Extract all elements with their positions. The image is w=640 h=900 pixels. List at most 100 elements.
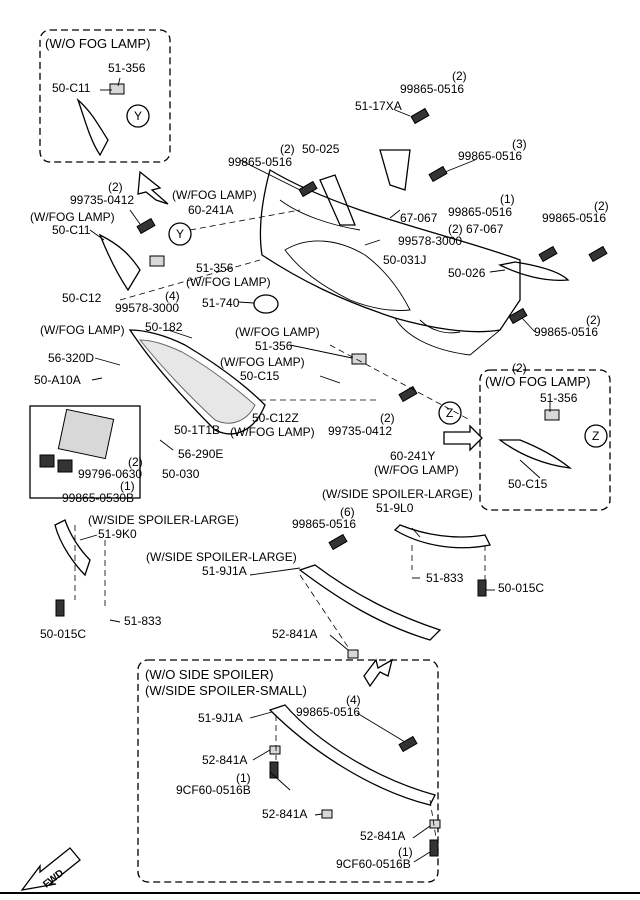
label-50-015c: 50-015C bbox=[498, 581, 544, 595]
label-qty: (1) bbox=[500, 192, 515, 206]
label-w-fog-lamp: (W/FOG LAMP) bbox=[40, 323, 125, 337]
label-99865-0516: 99865-0516 bbox=[292, 517, 356, 531]
label-9cf60-0516b: 9CF60-0516B bbox=[336, 857, 411, 871]
bumper-fascia bbox=[259, 168, 521, 356]
label-99578-3000: 99578-3000 bbox=[398, 234, 462, 248]
label-qty: (2) bbox=[380, 411, 395, 425]
label-51-356: 51-356 bbox=[540, 391, 578, 405]
label-99735-0412: 99735-0412 bbox=[70, 193, 134, 207]
label-50-030: 50-030 bbox=[162, 467, 200, 481]
label-60-241a: 60-241A bbox=[188, 203, 233, 217]
label-qty-67-067: (2) 67-067 bbox=[448, 222, 504, 236]
license-bracket-box bbox=[29, 405, 141, 499]
label-qty: (2) bbox=[452, 69, 467, 83]
label-qty: (2) bbox=[128, 455, 143, 469]
label-w-side-spoiler-large: (W/SIDE SPOILER-LARGE) bbox=[146, 550, 297, 564]
group-title-wo-fog-top: (W/O FOG LAMP) bbox=[45, 36, 150, 51]
label-w-fog-lamp: (W/FOG LAMP) bbox=[30, 210, 115, 224]
label-qty: (2) bbox=[108, 180, 123, 194]
label-99735-0412: 99735-0412 bbox=[328, 424, 392, 438]
label-qty: (1) bbox=[236, 771, 251, 785]
label-52-841a: 52-841A bbox=[202, 753, 247, 767]
ref-circle-y-mid bbox=[168, 222, 192, 246]
label-ref-y: Y bbox=[176, 227, 184, 241]
spoiler-51-9j1a-small bbox=[268, 704, 436, 806]
label-52-841a: 52-841A bbox=[360, 829, 405, 843]
label-56-290e: 56-290E bbox=[178, 447, 223, 461]
assembly-lines bbox=[74, 209, 486, 839]
label-51-9l0: 51-9L0 bbox=[376, 501, 414, 515]
group-title-w-side-spoiler-small: (W/SIDE SPOILER-SMALL) bbox=[145, 683, 307, 698]
emblem bbox=[253, 294, 279, 314]
label-50-c15: 50-C15 bbox=[240, 369, 280, 383]
label-w-side-spoiler-large: (W/SIDE SPOILER-LARGE) bbox=[88, 513, 239, 527]
leader-lines bbox=[79, 77, 551, 863]
label-ref-z: Z bbox=[592, 429, 599, 443]
side-bracket-50-026 bbox=[498, 261, 570, 281]
fwd-arrow bbox=[20, 847, 81, 891]
label-99796-0630: 99796-0630 bbox=[78, 467, 142, 481]
label-51-356: 51-356 bbox=[255, 339, 293, 353]
label-56-320d: 56-320D bbox=[48, 351, 94, 365]
spoiler-51-9l0 bbox=[393, 524, 491, 549]
label-50-015c: 50-015C bbox=[40, 627, 86, 641]
label-qty: (2) bbox=[512, 361, 527, 375]
label-51-356: 51-356 bbox=[196, 261, 234, 275]
spoiler-51-9k0 bbox=[54, 519, 91, 577]
label-w-fog-lamp: (W/FOG LAMP) bbox=[186, 275, 271, 289]
label-fwd: FWD bbox=[41, 868, 66, 891]
label-51-9j1a: 51-9J1A bbox=[202, 564, 247, 578]
wo-side-spoiler-box bbox=[137, 659, 439, 883]
label-99865-0516: 99865-0516 bbox=[296, 705, 360, 719]
label-qty: (2) bbox=[586, 313, 601, 327]
label-51-9j1a: 51-9J1A bbox=[198, 711, 243, 725]
label-50-c11: 50-C11 bbox=[52, 81, 91, 95]
label-qty: (4) bbox=[165, 289, 180, 303]
label-w-side-spoiler-large: (W/SIDE SPOILER-LARGE) bbox=[322, 487, 473, 501]
label-99865-0516: 99865-0516 bbox=[448, 205, 512, 219]
label-50-025: 50-025 bbox=[302, 142, 340, 156]
label-51-17xa: 51-17XA bbox=[355, 99, 402, 113]
label-50-182: 50-182 bbox=[145, 320, 183, 334]
label-qty: (4) bbox=[346, 693, 361, 707]
label-qty: (1) bbox=[398, 845, 413, 859]
label-51-740: 51-740 bbox=[202, 296, 240, 310]
bracket-51-17xa bbox=[379, 149, 411, 191]
label-99865-0516: 99865-0516 bbox=[458, 149, 522, 163]
ref-circle-y-top bbox=[126, 104, 150, 128]
license-plate-bracket bbox=[57, 408, 115, 460]
fog-bezel-left bbox=[98, 233, 141, 292]
label-52-841a: 52-841A bbox=[272, 627, 317, 641]
lower-grille bbox=[128, 329, 266, 435]
label-60-241y: 60-241Y bbox=[390, 449, 435, 463]
label-99865-0516: 99865-0516 bbox=[228, 155, 292, 169]
fog-bezel-wo-top bbox=[76, 97, 109, 157]
label-51-356: 51-356 bbox=[108, 61, 146, 75]
label-50-c12z: 50-C12Z bbox=[252, 411, 299, 425]
ref-circle-z-mid bbox=[438, 401, 462, 425]
label-w-fog-lamp: (W/FOG LAMP) bbox=[235, 325, 320, 339]
label-50-c11: 50-C11 bbox=[52, 223, 91, 237]
label-67-067: 67-067 bbox=[400, 211, 438, 225]
label-52-841a: 52-841A bbox=[262, 807, 307, 821]
clips bbox=[109, 83, 560, 829]
label-qty: (2) bbox=[280, 142, 295, 156]
label-99865-0516: 99865-0516 bbox=[542, 211, 606, 225]
direction-arrows bbox=[137, 170, 483, 688]
label-51-833: 51-833 bbox=[426, 571, 464, 585]
label-qty: (2) bbox=[594, 199, 609, 213]
label-51-833: 51-833 bbox=[124, 614, 162, 628]
bracket-50-025 bbox=[319, 174, 356, 226]
fog-cover-right bbox=[498, 439, 573, 469]
label-50-1t1b: 50-1T1B bbox=[174, 423, 220, 437]
label-50-026: 50-026 bbox=[448, 266, 486, 280]
group-title-wo-fog-right: (W/O FOG LAMP) bbox=[485, 374, 590, 389]
label-99578-3000: 99578-3000 bbox=[115, 301, 179, 315]
label-50-031j: 50-031J bbox=[383, 253, 426, 267]
label-w-fog-lamp: (W/FOG LAMP) bbox=[230, 425, 315, 439]
label-50-a10a: 50-A10A bbox=[34, 373, 81, 387]
label-ref-z: Z bbox=[446, 406, 453, 420]
label-ref-y: Y bbox=[134, 109, 142, 123]
